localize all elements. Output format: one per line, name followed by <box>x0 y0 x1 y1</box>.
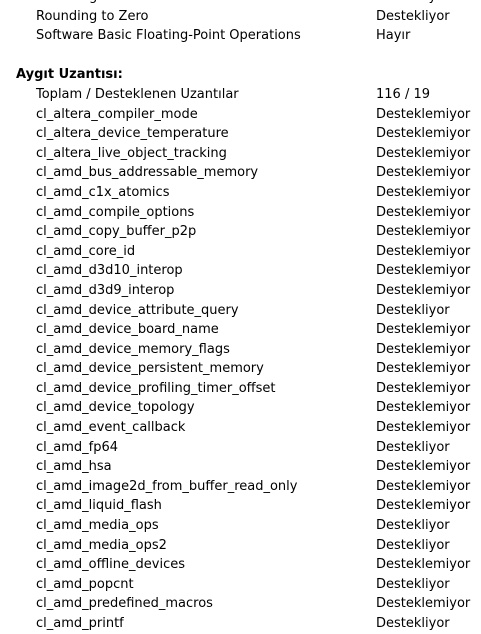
property-row: Rounding to Nearest Destekliyor <box>0 0 481 7</box>
extension-row: cl_amd_fp64 Destekliyor <box>0 438 481 458</box>
property-value: Desteklemiyor <box>376 420 471 436</box>
property-value: Desteklemiyor <box>376 126 471 142</box>
property-value: Desteklemiyor <box>376 322 471 338</box>
property-name: cl_amd_d3d9_interop <box>36 282 175 298</box>
property-row: Software Basic Floating-Point Operations… <box>0 26 481 46</box>
property-value: Desteklemiyor <box>376 498 471 514</box>
property-value: Desteklemiyor <box>376 400 471 416</box>
extension-row: cl_amd_device_memory_flags Desteklemiyor <box>0 340 481 360</box>
property-name: cl_amd_liquid_flash <box>36 498 162 514</box>
property-name: cl_amd_printf <box>36 616 124 631</box>
property-value: Destekliyor <box>376 537 450 553</box>
property-name: Software Basic Floating-Point Operations <box>36 28 301 44</box>
property-value: Desteklemiyor <box>376 224 471 240</box>
property-name: cl_altera_device_temperature <box>36 126 229 142</box>
extension-row: cl_amd_compile_options Desteklemiyor <box>0 203 481 223</box>
property-name: Rounding to Nearest <box>36 0 169 7</box>
property-name: cl_altera_compiler_mode <box>36 106 198 122</box>
property-name: cl_amd_fp64 <box>36 439 119 455</box>
property-value: Desteklemiyor <box>376 459 471 475</box>
property-name: cl_amd_media_ops <box>36 518 159 534</box>
extension-row: cl_altera_compiler_mode Desteklemiyor <box>0 105 481 125</box>
extension-row: cl_amd_core_id Desteklemiyor <box>0 242 481 262</box>
property-value: Desteklemiyor <box>376 361 471 377</box>
property-value: Desteklemiyor <box>376 596 471 612</box>
property-name: cl_amd_device_board_name <box>36 322 219 338</box>
property-row: Rounding to Zero Destekliyor <box>0 7 481 27</box>
property-value: Desteklemiyor <box>376 165 471 181</box>
property-value: Destekliyor <box>376 616 450 631</box>
property-value: Desteklemiyor <box>376 204 471 220</box>
section-spacer <box>0 46 481 66</box>
section-title-device-extensions: Aygıt Uzantısı: <box>16 67 123 83</box>
property-value: Destekliyor <box>376 302 450 318</box>
extension-row: cl_amd_d3d9_interop Desteklemiyor <box>0 281 481 301</box>
property-name: cl_amd_c1x_atomics <box>36 184 170 200</box>
property-name: cl_amd_copy_buffer_p2p <box>36 224 197 240</box>
property-name: cl_amd_hsa <box>36 459 112 475</box>
extension-row: cl_amd_copy_buffer_p2p Desteklemiyor <box>0 222 481 242</box>
property-value: Desteklemiyor <box>376 243 471 259</box>
extension-row: cl_amd_c1x_atomics Desteklemiyor <box>0 183 481 203</box>
extension-row: cl_amd_popcnt Destekliyor <box>0 575 481 595</box>
property-value: Hayır <box>376 28 411 44</box>
property-name: cl_altera_live_object_tracking <box>36 145 227 161</box>
property-value: Desteklemiyor <box>376 145 471 161</box>
extension-row: cl_amd_media_ops Destekliyor <box>0 516 481 536</box>
floating-point-rows: Rounding to NearestDestekliyorRounding t… <box>0 0 481 46</box>
extension-row: cl_amd_device_topology Desteklemiyor <box>0 398 481 418</box>
property-value: Destekliyor <box>376 8 450 24</box>
extension-row: cl_amd_device_attribute_query Destekliyor <box>0 301 481 321</box>
property-name: cl_amd_d3d10_interop <box>36 263 183 279</box>
property-name: cl_amd_device_persistent_memory <box>36 361 264 377</box>
extensions-summary-row: Toplam / Desteklenen Uzantılar 116 / 19 <box>0 85 481 105</box>
property-name: cl_amd_predefined_macros <box>36 596 213 612</box>
property-name: cl_amd_event_callback <box>36 420 186 436</box>
extension-row: cl_altera_live_object_tracking Desteklemi… <box>0 144 481 164</box>
property-name: cl_amd_core_id <box>36 243 136 259</box>
property-value: Desteklemiyor <box>376 106 471 122</box>
summary-label: Toplam / Desteklenen Uzantılar <box>36 86 239 102</box>
extension-row: cl_amd_d3d10_interop Desteklemiyor <box>0 261 481 281</box>
extension-row: cl_amd_predefined_macros Desteklemiyor <box>0 594 481 614</box>
extension-row: cl_amd_device_profiling_timer_offset Dest… <box>0 379 481 399</box>
property-value: Destekliyor <box>376 0 450 7</box>
property-name: cl_amd_bus_addressable_memory <box>36 165 259 181</box>
property-name: cl_amd_popcnt <box>36 576 134 592</box>
property-name: cl_amd_device_topology <box>36 400 195 416</box>
extension-row: cl_amd_image2d_from_buffer_read_only Dest… <box>0 477 481 497</box>
property-name: cl_amd_media_ops2 <box>36 537 167 553</box>
property-name: cl_amd_device_memory_flags <box>36 341 230 357</box>
property-value: Desteklemiyor <box>376 557 471 573</box>
property-value: Destekliyor <box>376 518 450 534</box>
extension-row: cl_amd_printf Destekliyor <box>0 614 481 634</box>
property-value: Desteklemiyor <box>376 263 471 279</box>
property-value: Desteklemiyor <box>376 341 471 357</box>
extension-row: cl_amd_offline_devices Desteklemiyor <box>0 555 481 575</box>
property-name: Rounding to Zero <box>36 8 149 24</box>
extension-row: cl_amd_media_ops2 Destekliyor <box>0 536 481 556</box>
property-name: cl_amd_device_attribute_query <box>36 302 239 318</box>
extension-row: cl_amd_bus_addressable_memory Desteklemiy… <box>0 163 481 183</box>
property-value: Destekliyor <box>376 439 450 455</box>
summary-value: 116 / 19 <box>376 86 430 102</box>
extension-row: cl_amd_hsa Desteklemiyor <box>0 457 481 477</box>
extension-row: cl_altera_device_temperature Desteklemiyo… <box>0 124 481 144</box>
extension-row: cl_amd_liquid_flash Desteklemiyor <box>0 496 481 516</box>
property-name: cl_amd_image2d_from_buffer_read_only <box>36 478 298 494</box>
property-value: Destekliyor <box>376 576 450 592</box>
extension-row: cl_amd_event_callback Desteklemiyor <box>0 418 481 438</box>
property-value: Desteklemiyor <box>376 184 471 200</box>
extension-row: cl_amd_device_board_name Desteklemiyor <box>0 320 481 340</box>
property-value: Desteklemiyor <box>376 380 471 396</box>
property-name: cl_amd_device_profiling_timer_offset <box>36 380 276 396</box>
property-name: cl_amd_offline_devices <box>36 557 185 573</box>
extension-row: cl_amd_device_persistent_memory Desteklem… <box>0 359 481 379</box>
property-value: Desteklemiyor <box>376 282 471 298</box>
property-value: Desteklemiyor <box>376 478 471 494</box>
property-name: cl_amd_compile_options <box>36 204 195 220</box>
